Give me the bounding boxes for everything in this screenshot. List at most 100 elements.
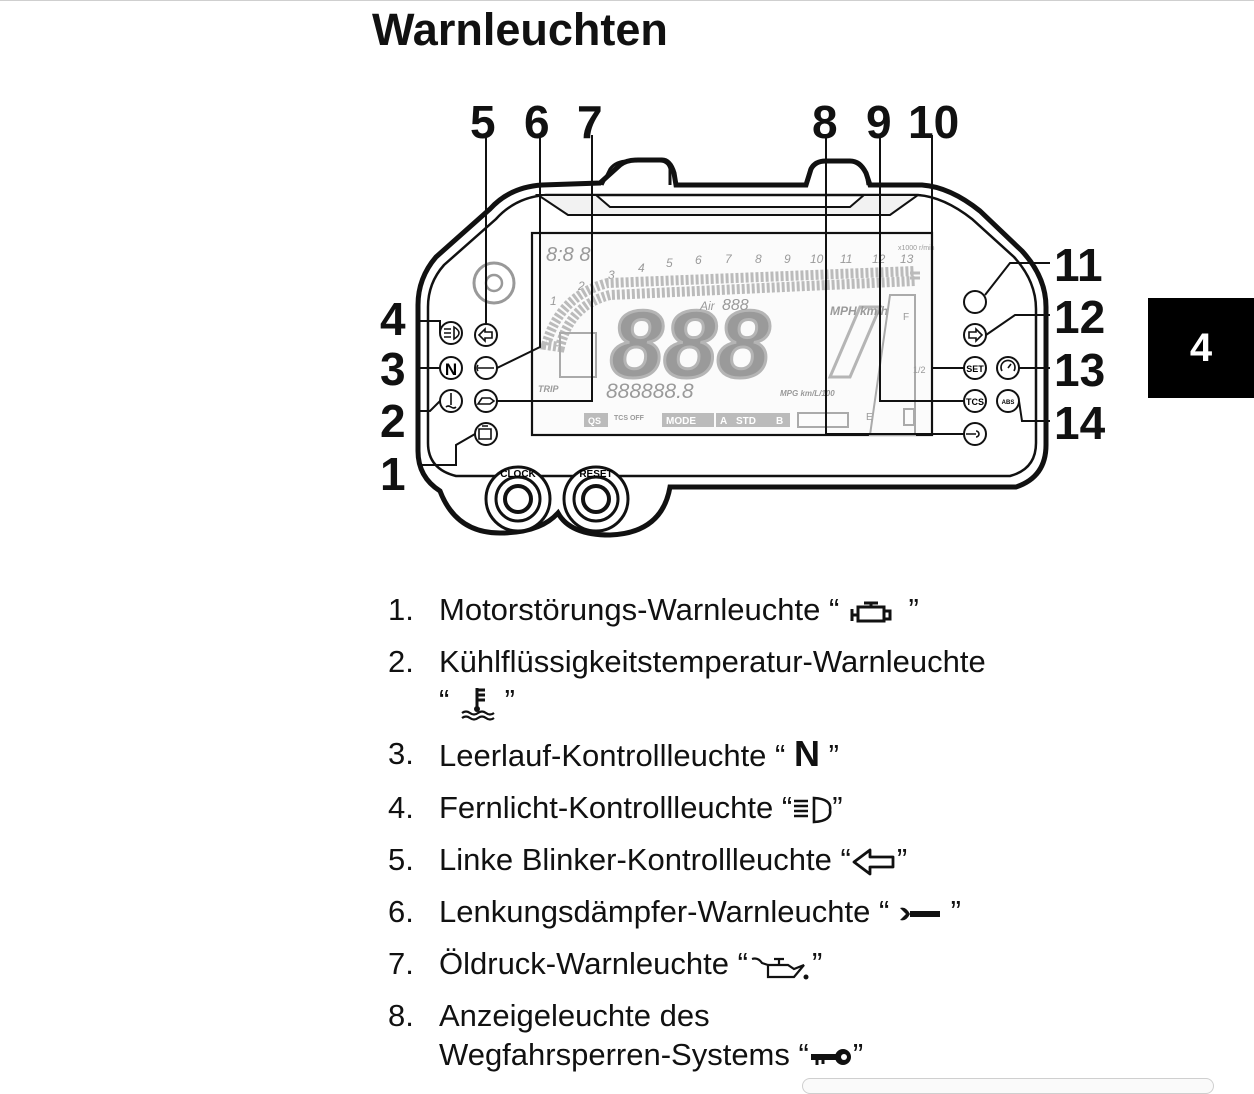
- list-item-number: 2.: [388, 644, 414, 679]
- callout-leader-lines: [418, 135, 1050, 466]
- svg-text:CLOCK: CLOCK: [500, 469, 536, 480]
- set-glyph: SET: [966, 364, 984, 374]
- fuel-full-label: F: [903, 312, 909, 323]
- tick-label-9: 9: [784, 252, 791, 266]
- svg-text:888: 888: [610, 291, 771, 398]
- reset-button: RESET: [562, 465, 630, 533]
- callout-3: 3: [380, 343, 406, 395]
- coolant-temperature-icon: [461, 687, 495, 721]
- list-item-text: Leerlauf-Kontrollleuchte “: [439, 737, 786, 773]
- cluster-inner-frame: [426, 193, 1038, 478]
- callout-9: 9: [866, 96, 892, 148]
- cruise-glyph: [1000, 359, 1016, 372]
- engine-glyph: [478, 425, 492, 440]
- housing-tab-right: [804, 159, 870, 186]
- key-icon: [810, 1048, 851, 1065]
- warning-light-list: 1. Motorstörungs-Warnleuchte “ ” 2. Kühl…: [388, 590, 986, 1087]
- lcd-air-label: Air: [699, 299, 716, 313]
- instrument-cluster-diagram: 8:8 8 x1000 r/min 1 2 3 4 5 6 7 8 9 10 1…: [380, 96, 1106, 538]
- lcd-mode: MODE: [666, 416, 696, 427]
- list-item-text: Fernlicht-Kontrollleuchte “: [439, 789, 793, 825]
- bottom-edge-tab: [802, 1078, 1214, 1094]
- tick-label-7: 7: [725, 252, 733, 266]
- yamaha-logo: [472, 261, 516, 305]
- coolant-glyph: [445, 393, 457, 409]
- key-glyph: [966, 430, 980, 438]
- tick-label-5: 5: [666, 256, 673, 270]
- lcd-speed-units: MPH km/h: [830, 304, 888, 318]
- callout-10: 10: [908, 96, 959, 148]
- callout-5: 5: [470, 96, 496, 148]
- list-item-text: Lenkungsdämpfer-Warnleuchte “: [439, 893, 890, 929]
- callout-1: 1: [380, 448, 406, 500]
- tick-label-13: 13: [900, 252, 914, 266]
- left-arrow-glyph: [477, 327, 493, 343]
- lcd-speed-digits: 888: [609, 290, 883, 400]
- list-item: 1. Motorstörungs-Warnleuchte “ ”: [388, 592, 919, 627]
- list-item-number: 7.: [388, 945, 414, 981]
- high-beam-icon: [794, 796, 832, 823]
- wrench-glyph: [476, 364, 494, 372]
- tick-label-2: 2: [577, 279, 585, 293]
- engine-icon: [850, 601, 892, 623]
- lamp-unused: [963, 290, 987, 314]
- left-arrow-icon: [852, 848, 895, 876]
- neutral-icon: N: [793, 732, 820, 774]
- housing-tab-left: [600, 159, 672, 186]
- fuel-half-label: 1/2: [913, 365, 926, 375]
- lcd-odometer: 888888.8: [606, 380, 694, 403]
- svg-text:RESET: RESET: [579, 469, 612, 480]
- tick-label-3: 3: [608, 268, 615, 282]
- lcd-clock: 8:8 8: [546, 244, 590, 266]
- lcd-qs: QS: [588, 416, 601, 426]
- list-item-text: Motorstörungs-Warnleuchte “: [439, 592, 840, 627]
- list-item: 3. Leerlauf-Kontrollleuchte “ N ”: [388, 732, 839, 774]
- callout-14: 14: [1054, 397, 1106, 449]
- list-item-number: 4.: [388, 789, 414, 825]
- tick-label-4: 4: [638, 261, 645, 275]
- chapter-tab: 4: [1148, 298, 1254, 398]
- lcd-mode-std: STD: [736, 416, 756, 427]
- lcd-fuel-units: MPG km/L/100: [780, 389, 835, 398]
- list-item-number: 6.: [388, 893, 414, 929]
- tick-label-10: 10: [810, 252, 824, 266]
- lcd-gear-box: [559, 332, 597, 378]
- cluster-visor: [534, 194, 922, 216]
- callout-6: 6: [524, 96, 550, 148]
- tick-label-11: 11: [840, 252, 852, 266]
- tick-label-6: 6: [695, 253, 702, 267]
- lcd-trip: TRIP: [538, 384, 559, 394]
- list-item: 2. Kühlflüssigkeitstemperatur-Warnleucht…: [388, 642, 986, 721]
- list-item-text: Linke Blinker-Kontrollleuchte “: [439, 841, 851, 877]
- oil-can-icon: [751, 957, 809, 980]
- tacho-tick-labels: 1 2 3 4 5 6 7 8 9 10 11 12 13: [550, 252, 914, 308]
- callout-12: 12: [1054, 291, 1105, 343]
- callout-numbers: 5 6 7 8 9 10 4 3 2 1 11 12 13 14: [380, 96, 1106, 500]
- oil-can-glyph: [476, 397, 496, 405]
- lcd-window: [530, 231, 934, 437]
- fuel-empty-label: E: [866, 412, 873, 423]
- callout-13: 13: [1054, 344, 1105, 396]
- clock-button: CLOCK: [484, 465, 552, 533]
- tick-label-1: 1: [550, 294, 557, 308]
- top-divider: [0, 0, 1254, 1]
- list-item-number: 8.: [388, 997, 414, 1033]
- callout-11: 11: [1054, 239, 1103, 291]
- list-item-text: Anzeigeleuchte des: [439, 997, 710, 1033]
- abs-glyph: ABS: [1002, 400, 1015, 406]
- callout-7: 7: [577, 96, 603, 148]
- list-item: 7. Öldruck-Warnleuchte “ ”: [388, 945, 823, 981]
- list-item: 8. Anzeigeleuchte des Wegfahrsperren-Sys…: [388, 997, 864, 1072]
- neutral-glyph: N: [445, 360, 457, 379]
- lcd-rpm-units: x1000 r/min: [898, 245, 935, 252]
- list-item-number: 1.: [388, 592, 414, 627]
- list-item-number: 5.: [388, 841, 414, 877]
- tick-label-12: 12: [872, 252, 886, 266]
- tcs-glyph: TCS: [966, 397, 984, 407]
- callout-4: 4: [380, 293, 406, 345]
- lcd-air-value: 888: [722, 297, 749, 314]
- list-item-text: Kühlflüssigkeitstemperatur-Warnleuchte: [439, 644, 986, 679]
- list-item: 5. Linke Blinker-Kontrollleuchte “ ”: [388, 841, 908, 877]
- list-item-text: Öldruck-Warnleuchte “: [439, 945, 748, 981]
- list-item: 6. Lenkungsdämpfer-Warnleuchte “ ”: [388, 893, 961, 929]
